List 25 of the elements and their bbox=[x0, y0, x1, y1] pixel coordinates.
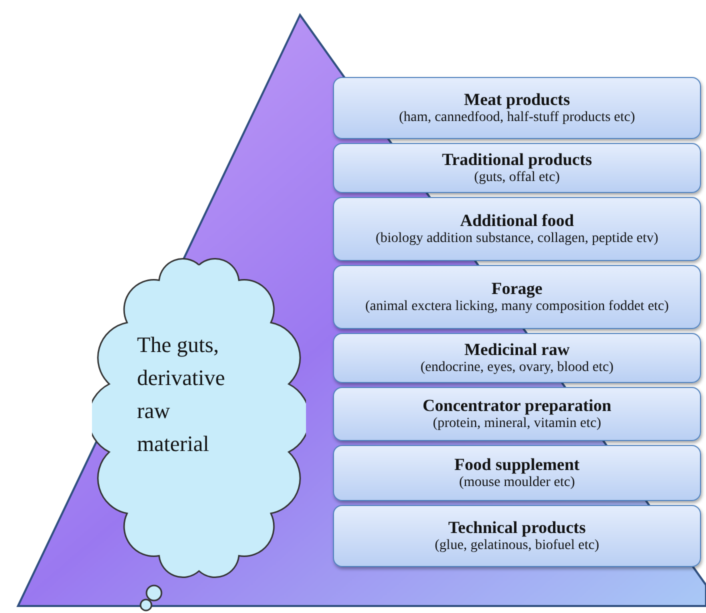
category-heading: Forage bbox=[492, 279, 542, 299]
category-heading: Traditional products bbox=[442, 150, 592, 170]
category-heading: Concentrator preparation bbox=[422, 396, 612, 416]
category-examples: (endocrine, eyes, ovary, blood etc) bbox=[420, 360, 614, 376]
category-box bbox=[333, 333, 701, 383]
category-examples: (guts, offal etc) bbox=[474, 170, 560, 186]
category-examples: (mouse moulder etc) bbox=[459, 474, 575, 491]
category-box bbox=[333, 387, 701, 441]
cloud-text: The guts, derivative raw material bbox=[137, 331, 226, 458]
category-heading: Medicinal raw bbox=[464, 340, 570, 360]
category-heading: Technical products bbox=[448, 518, 586, 538]
category-heading: Additional food bbox=[460, 211, 574, 231]
category-heading: Food supplement bbox=[454, 455, 580, 475]
category-examples: (glue, gelatinous, biofuel etc) bbox=[434, 538, 600, 554]
category-examples: (ham, cannedfood, half-stuff products etc) bbox=[398, 110, 636, 126]
category-examples: (protein, mineral, vitamin etc) bbox=[432, 416, 602, 432]
category-examples: (biology addition substance, collagen, peptide etv) bbox=[376, 230, 658, 247]
category-box bbox=[333, 505, 701, 567]
category-box bbox=[333, 265, 701, 329]
category-box bbox=[333, 143, 701, 193]
category-box bbox=[333, 445, 701, 501]
category-heading: Meat products bbox=[464, 90, 570, 110]
category-box bbox=[333, 197, 701, 261]
category-examples: (animal exctera licking, many composition foddet etc) bbox=[365, 298, 669, 315]
category-box bbox=[333, 77, 701, 139]
